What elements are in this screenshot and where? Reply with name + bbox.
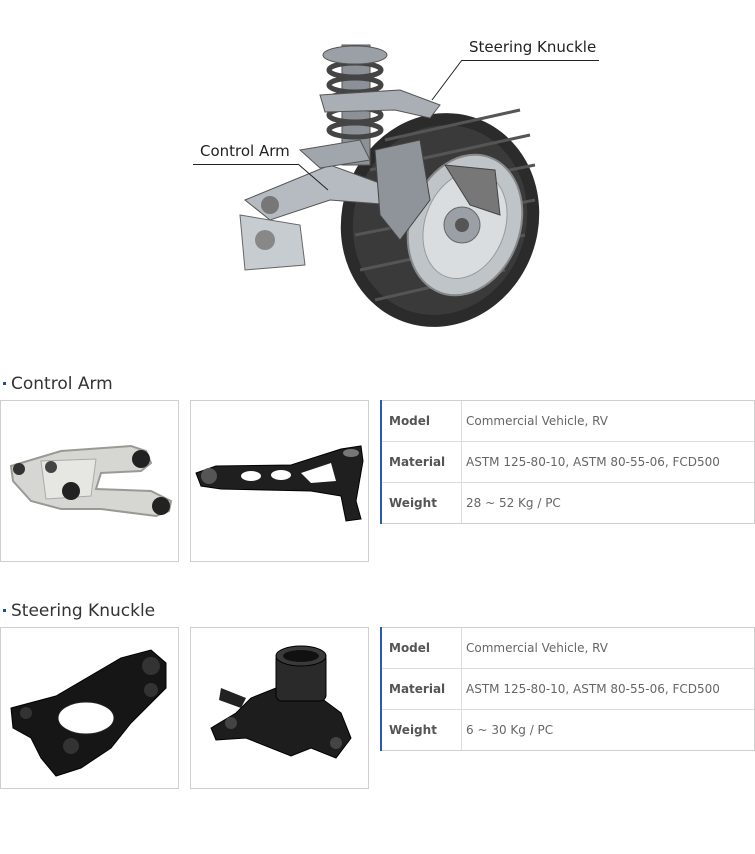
control-arm-callout-line xyxy=(193,164,298,165)
spec-value: ASTM 125-80-10, ASTM 80-55-06, FCD500 xyxy=(466,455,720,469)
spec-key: Model xyxy=(380,628,462,668)
steering-knuckle-callout-line xyxy=(462,60,599,61)
bullet-icon xyxy=(3,608,6,612)
control-arm-aluminium-image xyxy=(9,444,173,518)
spec-key: Material xyxy=(380,442,462,482)
steering-knuckle-black-image xyxy=(10,649,167,777)
spec-row-model: Model Commercial Vehicle, RV xyxy=(380,401,754,442)
section-title-control-arm: Control Arm xyxy=(0,374,113,396)
section-title-text: Control Arm xyxy=(11,374,113,394)
control-arm-black-photo xyxy=(190,400,369,562)
steering-knuckle-spec-table: Model Commercial Vehicle, RV Material AS… xyxy=(380,627,755,751)
spec-row-material: Material ASTM 125-80-10, ASTM 80-55-06, … xyxy=(380,669,754,710)
spec-key: Weight xyxy=(380,710,462,750)
section-title-text: Steering Knuckle xyxy=(11,601,156,621)
steering-knuckle-callout-label: Steering Knuckle xyxy=(469,38,597,56)
spec-row-model: Model Commercial Vehicle, RV xyxy=(380,628,754,669)
spec-value: 28 ~ 52 Kg / PC xyxy=(466,496,561,510)
spec-key: Model xyxy=(380,401,462,441)
spec-key: Weight xyxy=(380,483,462,523)
section-title-steering-knuckle: Steering Knuckle xyxy=(0,601,155,623)
spec-row-weight: Weight 6 ~ 30 Kg / PC xyxy=(380,710,754,750)
spec-value: Commercial Vehicle, RV xyxy=(466,641,609,655)
control-arm-spec-table: Model Commercial Vehicle, RV Material AS… xyxy=(380,400,755,524)
suspension-drawing xyxy=(239,44,540,327)
control-arm-aluminium-photo xyxy=(0,400,179,562)
steering-knuckle-black-photo xyxy=(0,627,179,789)
spec-value: ASTM 125-80-10, ASTM 80-55-06, FCD500 xyxy=(466,682,720,696)
spec-row-material: Material ASTM 125-80-10, ASTM 80-55-06, … xyxy=(380,442,754,483)
steering-knuckle-hub-image xyxy=(210,645,352,759)
control-arm-callout-label: Control Arm xyxy=(200,142,290,160)
bullet-icon xyxy=(3,381,6,385)
spec-value: Commercial Vehicle, RV xyxy=(466,414,609,428)
steering-knuckle-hub-photo xyxy=(190,627,369,789)
control-arm-black-image xyxy=(195,445,364,522)
spec-row-weight: Weight 28 ~ 52 Kg / PC xyxy=(380,483,754,523)
suspension-illustration: Steering Knuckle Control Arm xyxy=(0,0,755,345)
spec-value: 6 ~ 30 Kg / PC xyxy=(466,723,554,737)
spec-key: Material xyxy=(380,669,462,709)
